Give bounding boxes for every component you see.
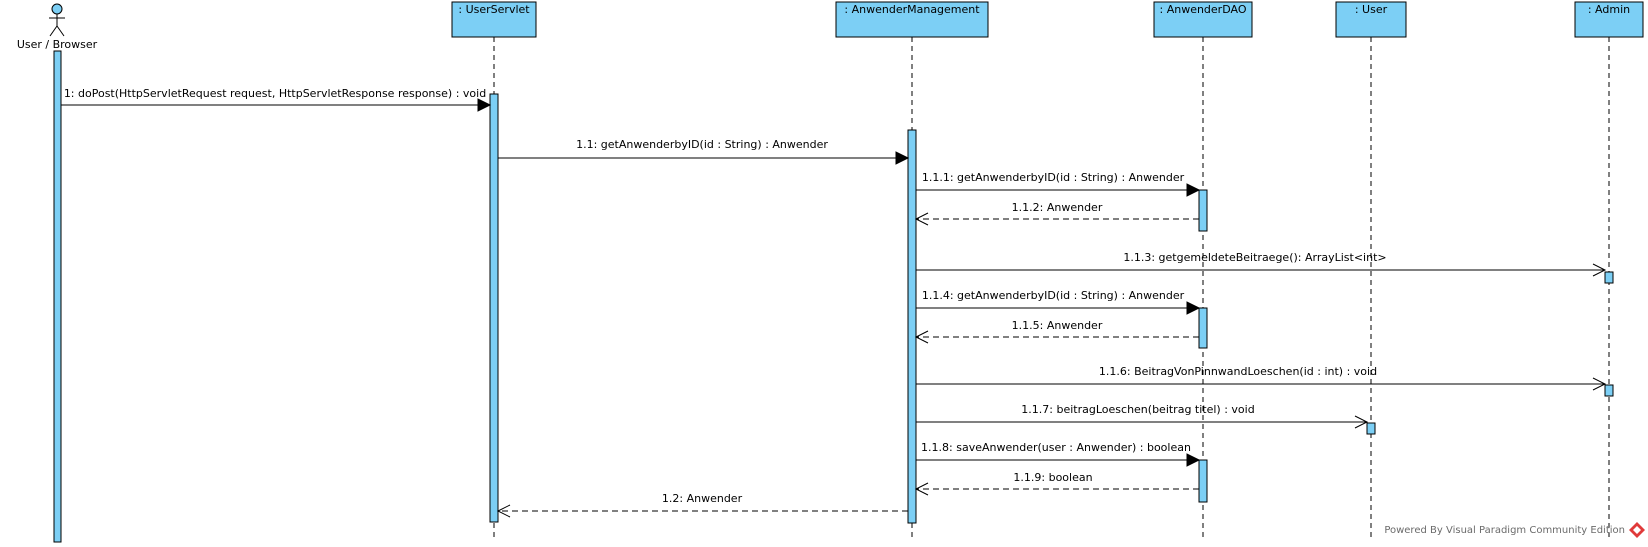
message-label: 1.1: getAnwenderbyID(id : String) : Anwe… (576, 138, 828, 151)
message-call[interactable]: 1.1.8: saveAnwender(user : Anwender) : b… (916, 441, 1201, 467)
watermark: Powered By Visual Paradigm Community Edi… (1384, 522, 1645, 538)
watermark-text: Powered By Visual Paradigm Community Edi… (1384, 525, 1625, 536)
message-label: 1.1.7: beitragLoeschen(beitrag titel) : … (1021, 403, 1254, 416)
message-call[interactable]: 1.1: getAnwenderbyID(id : String) : Anwe… (498, 138, 910, 165)
message-return[interactable]: 1.2: Anwender (496, 492, 908, 518)
activation-anwender-management (907, 129, 917, 524)
activation-anwender-dao (1198, 307, 1208, 349)
message-label: 1.1.3: getgemeldeteBeitraege(): ArrayLis… (1123, 251, 1386, 264)
message-label: 1.1.4: getAnwenderbyID(id : String) : An… (922, 289, 1185, 302)
message-async[interactable]: 1.1.7: beitragLoeschen(beitrag titel) : … (916, 403, 1369, 429)
message-label: 1.1.1: getAnwenderbyID(id : String) : An… (922, 171, 1185, 184)
actor-icon (49, 3, 65, 37)
participant-admin[interactable]: : Admin (1574, 1, 1644, 38)
message-return[interactable]: 1.1.5: Anwender (914, 319, 1199, 344)
message-label: 1.1.5: Anwender (1012, 319, 1103, 332)
message-label: 1.1.2: Anwender (1012, 201, 1103, 214)
message-call[interactable]: 1.1.4: getAnwenderbyID(id : String) : An… (916, 289, 1201, 315)
message-call[interactable]: 1.1.1: getAnwenderbyID(id : String) : An… (916, 171, 1201, 197)
message-return[interactable]: 1.1.9: boolean (914, 471, 1199, 496)
activation-admin (1604, 271, 1614, 284)
message-label: 1.1.9: boolean (1013, 471, 1092, 484)
activation-user (1366, 422, 1376, 435)
participant-user[interactable]: : User (1335, 1, 1407, 38)
participant-user-browser[interactable]: User / Browser (17, 3, 98, 51)
participant-user-servlet[interactable]: : UserServlet (451, 1, 537, 38)
participant-label: : AnwenderManagement (844, 3, 980, 16)
activation-anwender-dao (1198, 189, 1208, 232)
participant-label: : Admin (1588, 3, 1630, 16)
message-call[interactable]: 1: doPost(HttpServletRequest request, Ht… (61, 87, 492, 112)
participant-label: User / Browser (17, 38, 98, 51)
visual-paradigm-logo-icon (1629, 522, 1645, 538)
participant-anwender-dao[interactable]: : AnwenderDAO (1153, 1, 1253, 38)
activation-anwender-dao (1198, 459, 1208, 503)
message-label: 1.2: Anwender (662, 492, 743, 505)
participant-label: : User (1355, 3, 1388, 16)
activation-user-servlet (489, 93, 499, 523)
message-label: 1.1.6: BeitragVonPinnwandLoeschen(id : i… (1099, 365, 1377, 378)
message-label: 1.1.8: saveAnwender(user : Anwender) : b… (921, 441, 1191, 454)
participant-label: : AnwenderDAO (1160, 3, 1247, 16)
activation-user-browser (53, 50, 62, 543)
participant-anwender-management[interactable]: : AnwenderManagement (835, 1, 989, 38)
message-async[interactable]: 1.1.6: BeitragVonPinnwandLoeschen(id : i… (916, 365, 1607, 391)
message-label: 1: doPost(HttpServletRequest request, Ht… (64, 87, 486, 100)
message-async[interactable]: 1.1.3: getgemeldeteBeitraege(): ArrayLis… (916, 251, 1607, 277)
message-return[interactable]: 1.1.2: Anwender (914, 201, 1199, 226)
activation-admin (1604, 384, 1614, 397)
participant-label: : UserServlet (458, 3, 530, 16)
